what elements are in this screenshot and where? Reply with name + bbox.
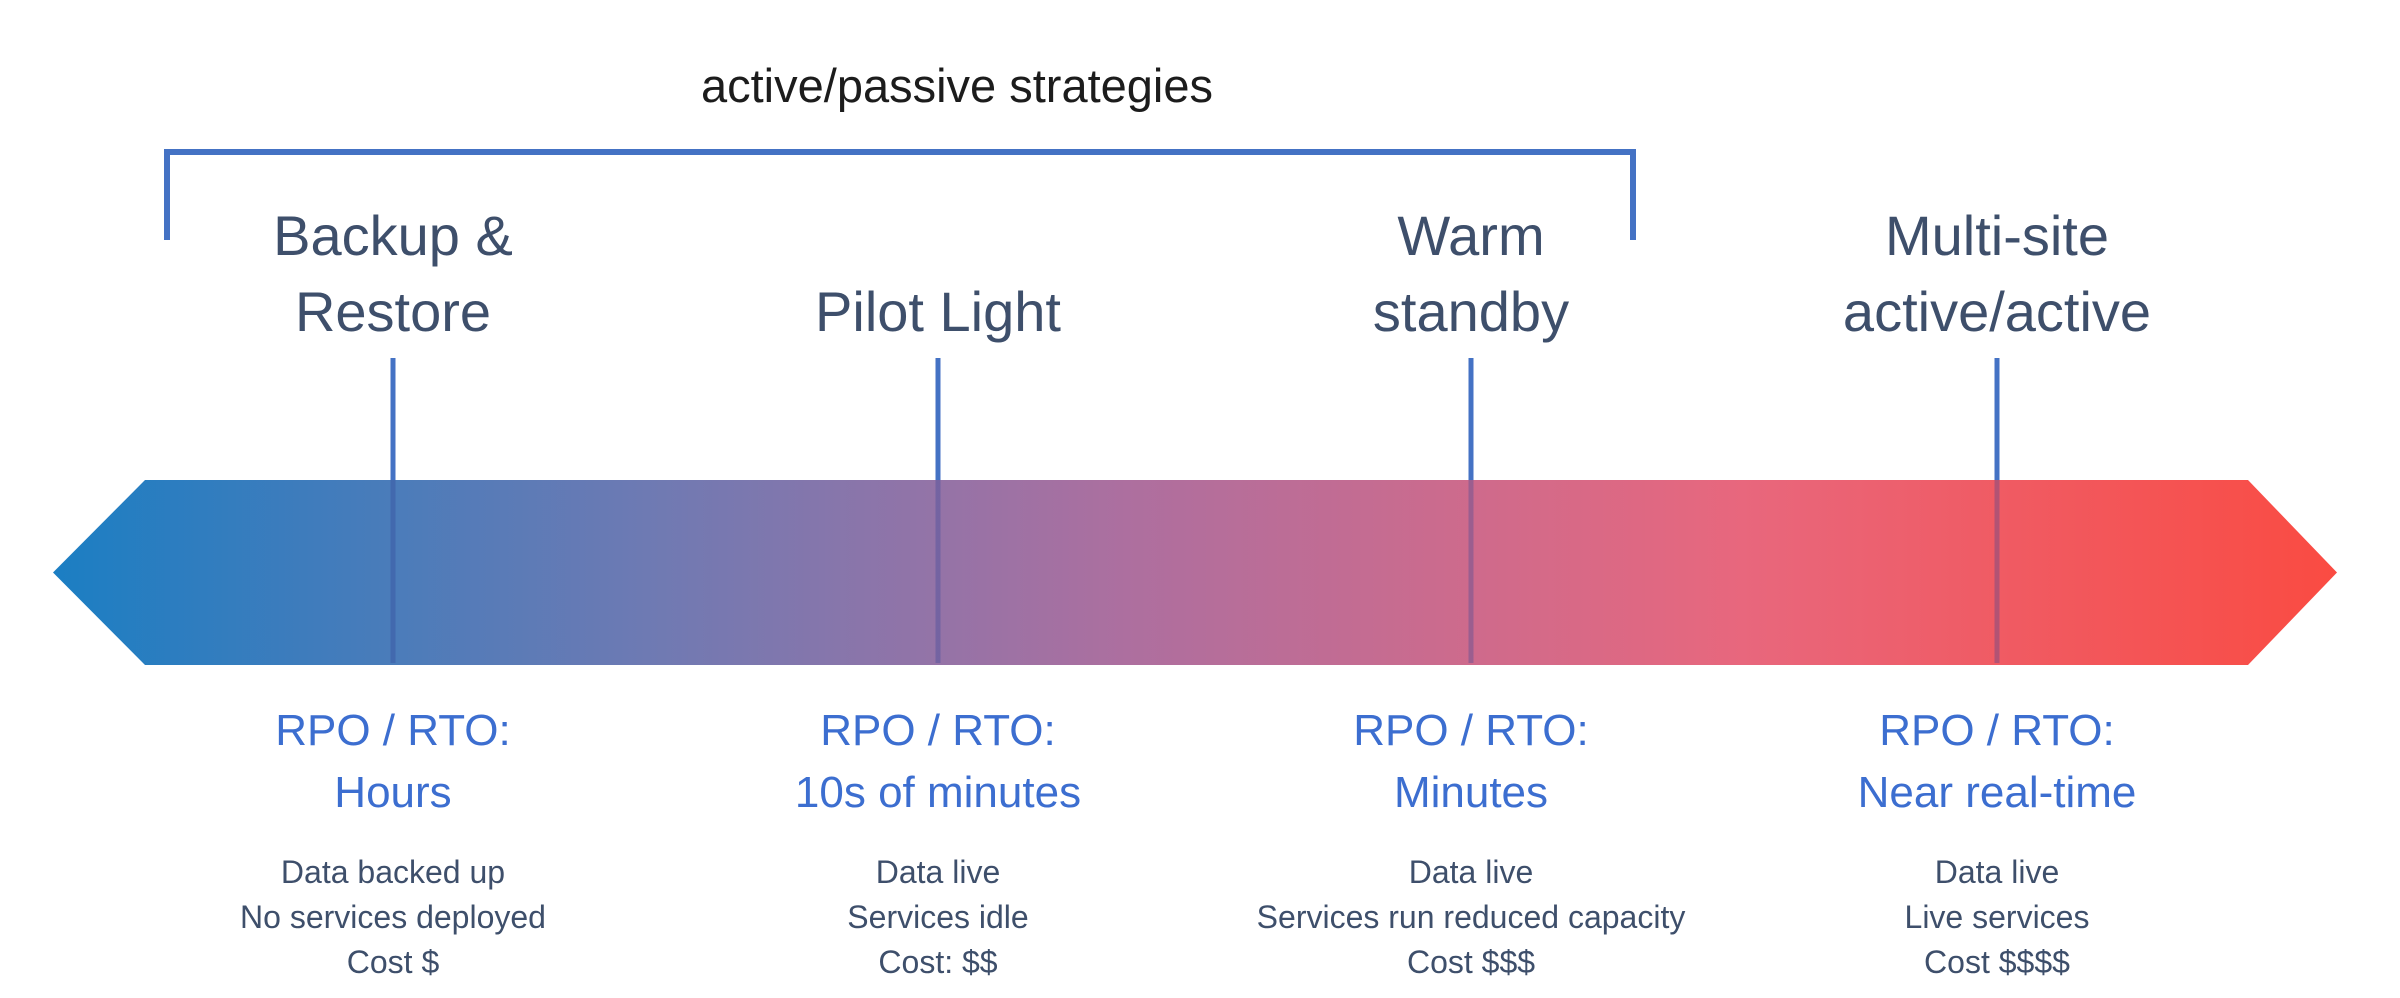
strategy-label-backup-restore: Backup & Restore [273,204,513,343]
detail-line: Data backed up [280,854,506,890]
rpo-heading: RPO / RTO: [275,706,511,755]
detail-line: Services run reduced capacity [1256,899,1686,935]
detail-line: Data live [1934,854,2060,890]
rpo-block-backup-restore: RPO / RTO: Hours [275,700,511,824]
rpo-block-multi-site: RPO / RTO: Near real-time [1858,700,2137,824]
connector-line-warm-standby [1468,358,1474,663]
rpo-heading: RPO / RTO: [1879,706,2115,755]
details-block-backup-restore: Data backed up No services deployed Cost… [240,850,546,985]
detail-line: Cost $ [346,944,440,980]
rpo-block-pilot-light: RPO / RTO: 10s of minutes [795,700,1081,824]
detail-line: Data live [875,854,1001,890]
detail-line: No services deployed [240,899,546,935]
active-passive-title: active/passive strategies [700,59,1214,112]
rpo-value: Minutes [1393,768,1549,817]
strategy-label-warm-standby: Warm standby [1372,204,1570,343]
active-passive-bracket [164,149,1636,240]
connector-line-backup-restore [390,358,396,663]
detail-line: Cost $$$$ [1924,944,2070,980]
rpo-block-warm-standby: RPO / RTO: Minutes [1353,700,1589,824]
detail-line: Live services [1904,899,2090,935]
rpo-value: Near real-time [1857,768,2137,817]
detail-line: Data live [1408,854,1534,890]
detail-line: Services idle [847,899,1029,935]
details-block-pilot-light: Data live Services idle Cost: $$ [847,850,1028,985]
details-block-warm-standby: Data live Services run reduced capacity … [1257,850,1686,985]
spectrum-arrow [53,480,2337,665]
rpo-heading: RPO / RTO: [820,706,1056,755]
rpo-value: Hours [334,768,452,817]
connector-line-pilot-light [935,358,941,663]
strategy-label-multi-site: Multi-site active/active [1842,204,2152,343]
strategy-label-pilot-light: Pilot Light [815,280,1061,343]
detail-line: Cost $$$ [1406,944,1536,980]
rpo-heading: RPO / RTO: [1353,706,1589,755]
detail-line: Cost: $$ [878,944,998,980]
connector-line-multi-site [1994,358,2000,663]
details-block-multi-site: Data live Live services Cost $$$$ [1905,850,2090,985]
rpo-value: 10s of minutes [794,768,1082,817]
